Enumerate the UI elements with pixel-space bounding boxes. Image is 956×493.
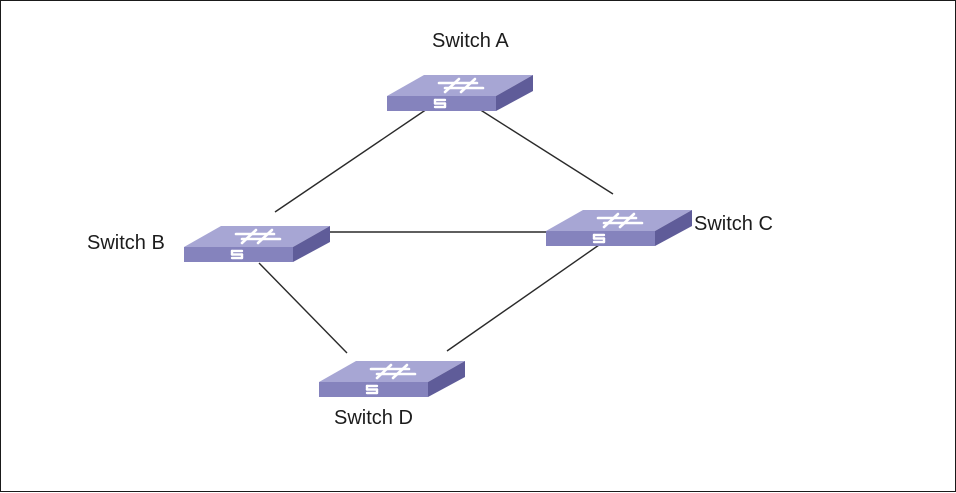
link-a-b [274,108,428,213]
switch-b-device [182,224,332,264]
switch-c-device [544,208,694,248]
switch-d-device [317,359,467,399]
link-c-d [446,244,600,352]
switch-a-label: Switch A [432,30,509,52]
link-lines [258,108,614,354]
switch-c-label: Switch C [694,213,773,235]
switch-d-label: Switch D [334,407,413,429]
switch-a-device [385,73,535,113]
link-b-d [258,262,348,354]
switch-b-label: Switch B [87,232,165,254]
link-a-c [478,108,614,195]
